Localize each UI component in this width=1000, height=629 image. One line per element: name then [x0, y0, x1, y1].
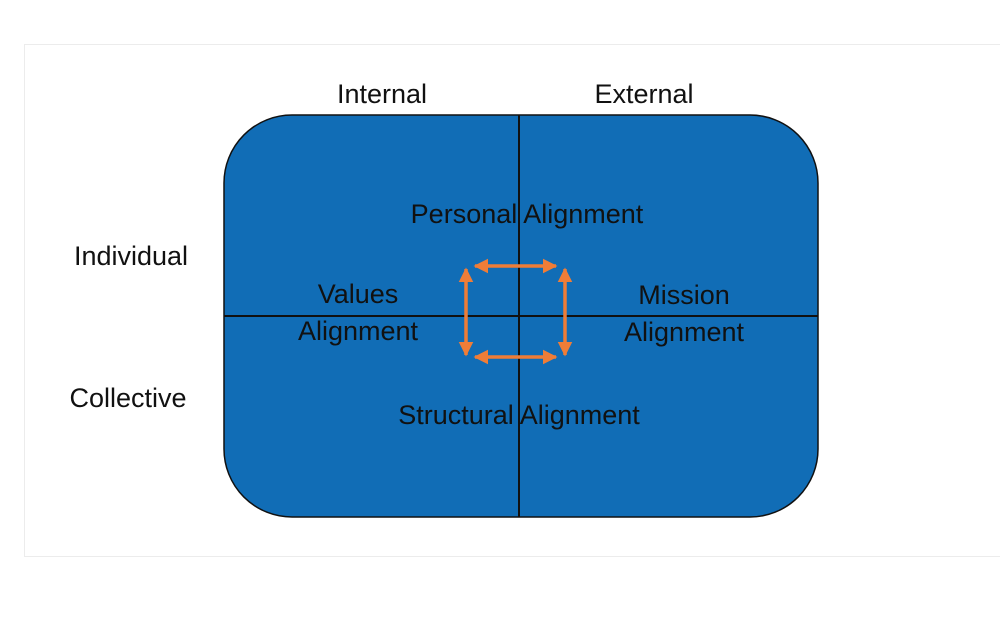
mission-alignment-label-line2: Alignment	[624, 317, 745, 347]
mission-alignment-label-line1: Mission	[638, 280, 730, 310]
column-label-external: External	[594, 79, 693, 109]
row-label-collective: Collective	[69, 383, 186, 413]
row-label-individual: Individual	[74, 241, 188, 271]
values-alignment-label-line1: Values	[318, 279, 399, 309]
values-alignment-label-line2: Alignment	[298, 316, 419, 346]
personal-alignment-label: Personal Alignment	[411, 199, 644, 229]
column-label-internal: Internal	[337, 79, 427, 109]
structural-alignment-label: Structural Alignment	[398, 400, 640, 430]
